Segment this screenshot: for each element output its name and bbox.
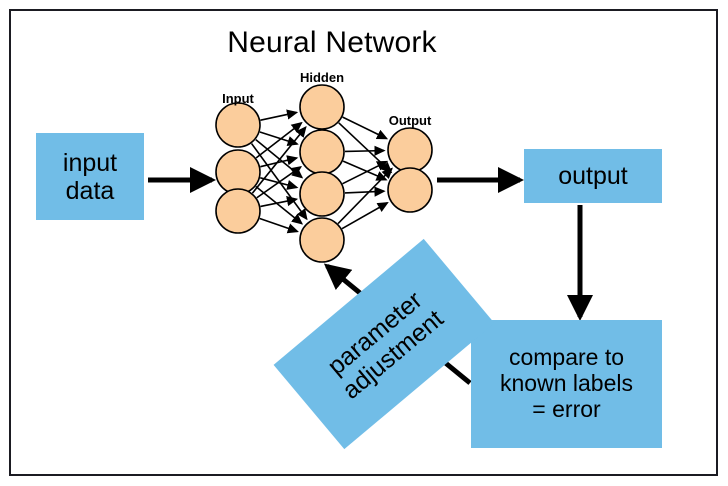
neuron-node-input-2: [215, 149, 261, 195]
network-edge: [342, 160, 389, 185]
neuron-node-hidden-4: [299, 217, 345, 263]
network-edge: [342, 160, 388, 181]
network-nodes: [215, 84, 433, 263]
neuron-node-input-1: [215, 102, 261, 148]
page-title: Neural Network: [227, 26, 437, 59]
network-edge: [337, 167, 393, 225]
network-edge: [259, 131, 299, 146]
layer-label-output: Output: [388, 113, 432, 128]
network-edge: [260, 155, 299, 168]
network-edge: [344, 145, 386, 156]
neuron-node-input-3: [215, 188, 261, 234]
network-edge: [260, 109, 299, 121]
layer-label-hidden: Hidden: [299, 70, 345, 85]
input-data-line-1: input: [62, 148, 118, 177]
neuron-node-hidden-3: [299, 171, 345, 217]
edges-input-to-hidden: [250, 109, 308, 234]
neuron-node-hidden-2: [299, 129, 345, 175]
network-edge: [256, 166, 303, 199]
error-line-2: known labels: [500, 370, 633, 397]
network-edge: [338, 122, 393, 174]
layer-label-input: Input: [222, 91, 254, 106]
input-data-line-2: data: [65, 176, 115, 205]
error-line-1: compare to: [508, 344, 625, 371]
edges-hidden-to-output: [337, 116, 393, 230]
network-edge: [344, 186, 386, 197]
network-edge: [342, 116, 389, 140]
input-data-box: input data: [36, 133, 144, 220]
neuron-node-output-2: [387, 167, 433, 213]
network-edge: [251, 125, 307, 194]
network-edge: [255, 121, 303, 159]
network-edge: [259, 217, 299, 234]
output-box: output: [524, 149, 662, 203]
error-comparison-box: compare to known labels = error: [471, 320, 662, 448]
error-line-3: = error: [532, 395, 601, 422]
output-label: output: [558, 162, 628, 190]
neuron-node-hidden-1: [299, 84, 345, 130]
network-edge: [255, 185, 304, 225]
network-edge: [260, 196, 299, 208]
network-edge: [341, 202, 389, 230]
neuron-node-output-1: [387, 127, 433, 173]
